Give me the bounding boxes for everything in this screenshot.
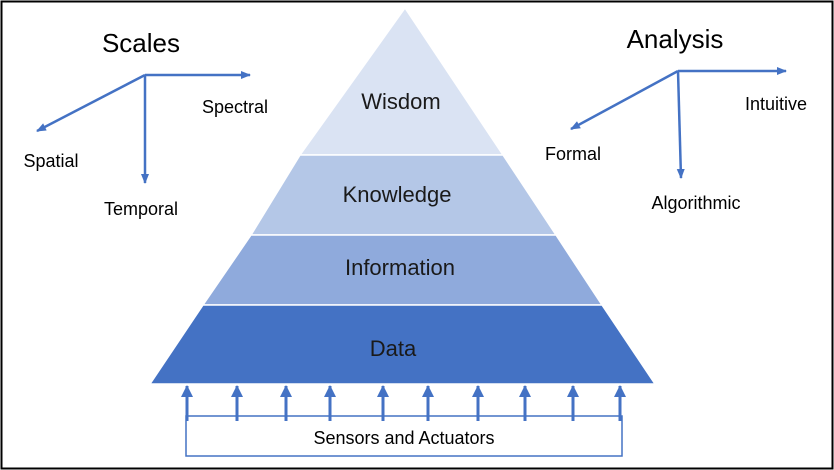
sensors-box xyxy=(185,415,623,457)
analysis-axis-label-formal: Formal xyxy=(545,144,601,164)
tier-label-information: Information xyxy=(345,255,455,280)
scales-axis-spatial xyxy=(36,73,146,133)
analysis-axis-label-intuitive: Intuitive xyxy=(745,94,807,114)
tier-label-wisdom: Wisdom xyxy=(361,89,440,114)
analysis-axes xyxy=(570,67,787,179)
scales-title: Scales xyxy=(102,28,180,58)
scales-axis-label-spatial: Spatial xyxy=(23,151,78,171)
pyramid-tier-data xyxy=(148,304,657,385)
scales-axes xyxy=(36,71,251,184)
pyramid-tier-wisdom xyxy=(298,6,505,156)
sensors-label: Sensors and Actuators xyxy=(313,428,494,448)
analysis-axis-formal xyxy=(570,69,679,131)
analysis-title: Analysis xyxy=(627,24,724,54)
scales-axis-label-spectral: Spectral xyxy=(202,97,268,117)
analysis-axis-algorithmic xyxy=(676,70,685,179)
scales-axis-label-temporal: Temporal xyxy=(104,199,178,219)
tier-label-data: Data xyxy=(370,336,417,361)
sensor-arrows xyxy=(181,385,626,421)
tier-label-knowledge: Knowledge xyxy=(343,182,452,207)
analysis-axis-label-algorithmic: Algorithmic xyxy=(651,193,740,213)
